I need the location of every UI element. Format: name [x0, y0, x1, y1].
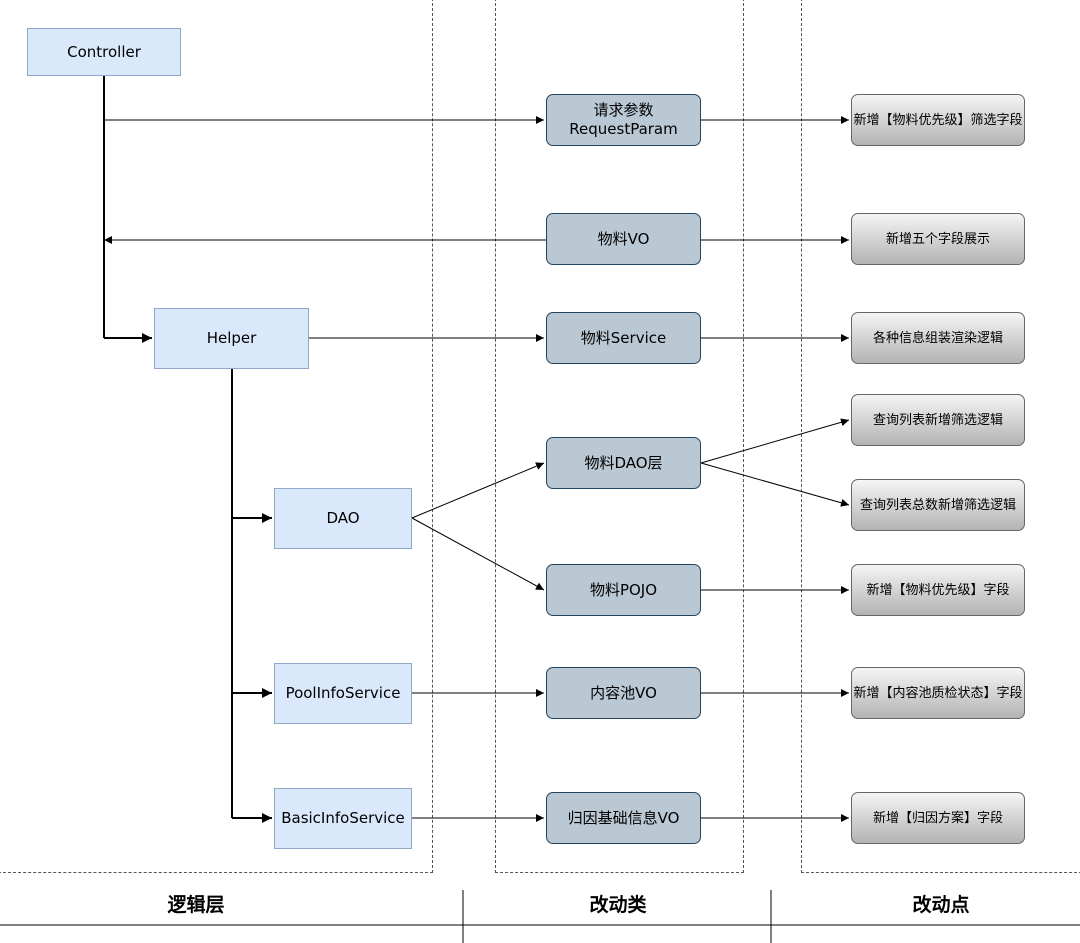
point-count-filter-logic[interactable]: 查询列表总数新增筛选逻辑 [851, 479, 1025, 531]
pool-vo-node[interactable]: 内容池VO [546, 667, 701, 719]
pool-info-service-node[interactable]: PoolInfoService [274, 663, 412, 724]
point-priority-filter-field-label: 新增【物料优先级】筛选字段 [853, 112, 1023, 128]
pool-info-service-label: PoolInfoService [285, 684, 401, 702]
material-vo-node[interactable]: 物料VO [546, 213, 701, 265]
footer-change-class-label: 改动类 [589, 894, 647, 916]
controller-label: Controller [67, 42, 141, 61]
basic-info-service-label: BasicInfoService [281, 809, 405, 827]
request-param-label: 请求参数 RequestParam [569, 101, 678, 138]
change-class-region [495, 0, 744, 873]
change-point-region [801, 0, 1080, 873]
pool-vo-label: 内容池VO [590, 683, 657, 702]
material-dao-to-count-filter-arrow [700, 462, 850, 507]
point-five-fields-display[interactable]: 新增五个字段展示 [851, 213, 1025, 265]
point-list-filter-logic[interactable]: 查询列表新增筛选逻辑 [851, 394, 1025, 446]
dao-node[interactable]: DAO [274, 488, 412, 549]
helper-node[interactable]: Helper [154, 308, 309, 369]
dao-to-material-dao-arrow [411, 462, 545, 519]
material-vo-label: 物料VO [597, 229, 650, 248]
dao-label: DAO [326, 509, 360, 527]
controller-node[interactable]: Controller [27, 28, 181, 76]
material-dao-label: 物料DAO层 [584, 453, 663, 472]
material-pojo-label: 物料POJO [589, 580, 658, 599]
material-pojo-node[interactable]: 物料POJO [546, 564, 701, 616]
point-render-logic-label: 各种信息组装渲染逻辑 [872, 330, 1003, 346]
request-param-node[interactable]: 请求参数 RequestParam [546, 94, 701, 146]
material-service-node[interactable]: 物料Service [546, 312, 701, 364]
point-render-logic[interactable]: 各种信息组装渲染逻辑 [851, 312, 1025, 364]
logic-layer-region [0, 0, 433, 873]
dao-to-material-pojo-arrow [411, 517, 545, 591]
point-pool-qc-status-field[interactable]: 新增【内容池质检状态】字段 [851, 667, 1025, 719]
point-priority-field[interactable]: 新增【物料优先级】字段 [851, 564, 1025, 616]
helper-label: Helper [206, 329, 257, 347]
point-attribution-plan-field-label: 新增【归因方案】字段 [872, 810, 1003, 826]
point-count-filter-logic-label: 查询列表总数新增筛选逻辑 [859, 497, 1016, 513]
material-dao-node[interactable]: 物料DAO层 [546, 437, 701, 489]
basic-info-service-node[interactable]: BasicInfoService [274, 788, 412, 849]
attribution-vo-label: 归因基础信息VO [567, 808, 680, 827]
point-pool-qc-status-field-label: 新增【内容池质检状态】字段 [853, 685, 1023, 701]
point-attribution-plan-field[interactable]: 新增【归因方案】字段 [851, 792, 1025, 844]
point-five-fields-display-label: 新增五个字段展示 [885, 231, 990, 247]
material-dao-to-list-filter-arrow [700, 418, 850, 464]
footer-change-point-label: 改动点 [912, 894, 970, 916]
attribution-vo-node[interactable]: 归因基础信息VO [546, 792, 701, 844]
point-list-filter-logic-label: 查询列表新增筛选逻辑 [872, 412, 1003, 428]
material-service-label: 物料Service [580, 328, 667, 347]
point-priority-field-label: 新增【物料优先级】字段 [866, 582, 1010, 598]
point-priority-filter-field[interactable]: 新增【物料优先级】筛选字段 [851, 94, 1025, 146]
footer-logic-layer-label: 逻辑层 [167, 894, 225, 916]
